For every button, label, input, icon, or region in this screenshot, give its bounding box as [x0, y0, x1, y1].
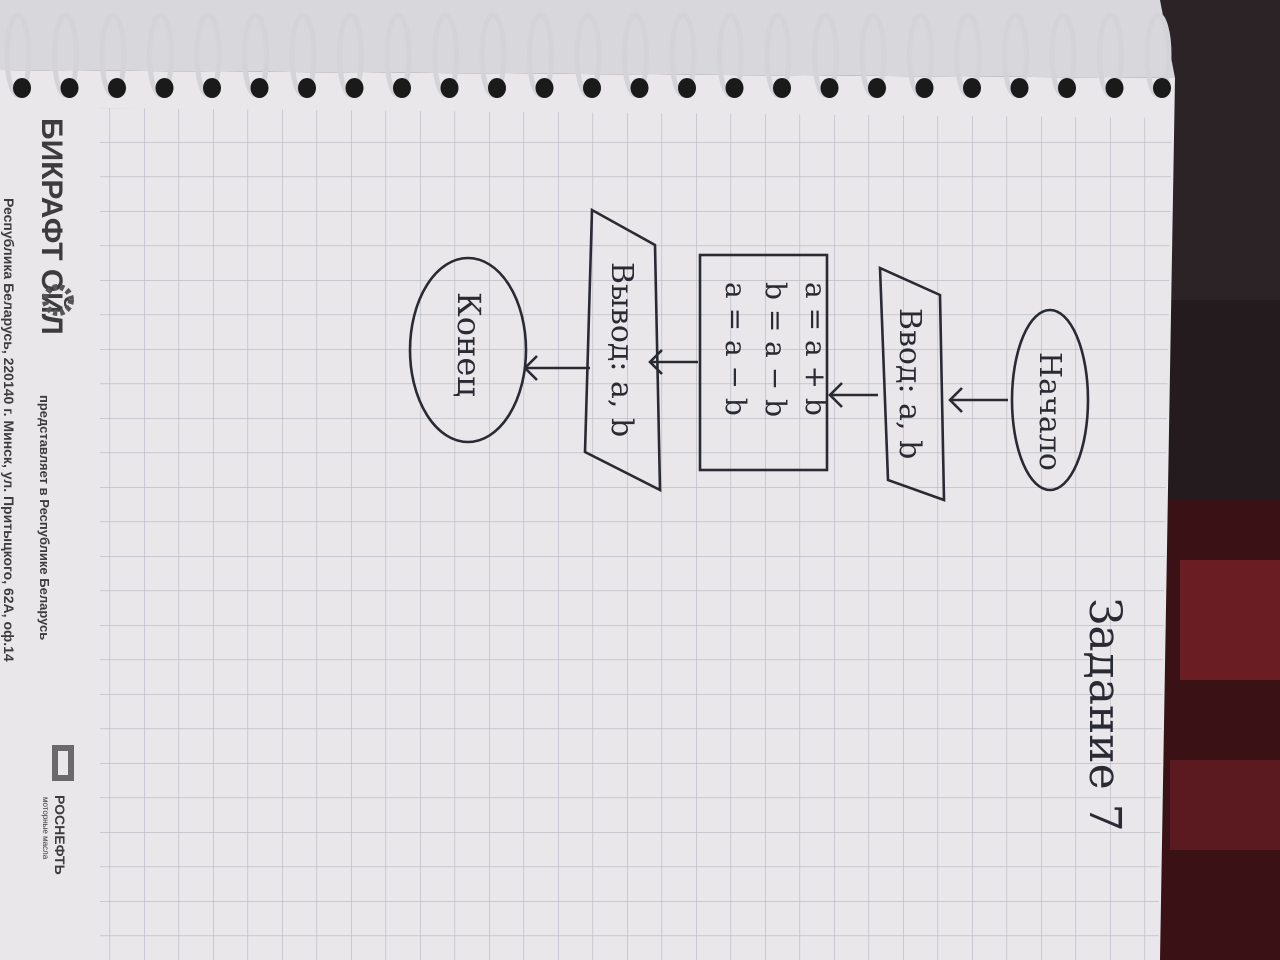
binding-hole	[250, 78, 269, 98]
process-line-3: a = a − b	[719, 282, 752, 416]
end-terminator	[408, 256, 528, 444]
start-label: Начало	[1032, 352, 1067, 471]
binding-hole	[203, 78, 221, 98]
partner-subtitle: моторные масла	[41, 797, 50, 860]
binding-hole	[393, 78, 411, 98]
binding-hole	[630, 78, 649, 98]
binding-hole	[60, 78, 79, 98]
binding-hole	[440, 78, 459, 98]
partner-emblem-icon	[52, 745, 74, 781]
binding-hole	[1010, 78, 1029, 98]
brand-address: Республика Беларусь, 220140 г. Минск, ул…	[1, 198, 17, 662]
binding-hole	[535, 78, 554, 98]
binding-hole	[915, 78, 934, 98]
brand-strip: БИКРАФТ ОЙЛ представляет в Республике Бе…	[1, 118, 74, 875]
binding-hole	[868, 78, 886, 98]
binding-hole	[345, 78, 364, 98]
binding-hole	[108, 78, 126, 98]
grid-area	[100, 108, 1172, 960]
input-parallelogram	[878, 265, 946, 502]
process-line-2: b = a − b	[759, 282, 792, 417]
start-terminator	[1010, 308, 1090, 492]
gear-logo-icon	[42, 284, 74, 316]
binding-hole	[725, 78, 744, 98]
binding-hole	[678, 78, 696, 98]
binding-hole	[488, 78, 506, 98]
task-heading: Задание 7	[1079, 598, 1130, 832]
output-label: Вывод: a, b	[604, 262, 639, 437]
binding-hole	[820, 78, 839, 98]
brand-logo: БИКРАФТ ОЙЛ	[35, 118, 69, 335]
binding-hole	[773, 78, 791, 98]
spiral-binding	[4, 12, 1172, 98]
flowchart	[408, 207, 1090, 502]
binding-hole	[963, 78, 981, 98]
binding-hole	[1153, 78, 1171, 98]
brand-tagline: представляет в Республике Беларусь	[37, 395, 52, 640]
binding-hole	[583, 78, 601, 98]
binding-hole	[155, 78, 174, 98]
end-label: Конец	[450, 292, 488, 397]
binding-hole	[13, 78, 31, 98]
binding-hole	[298, 78, 316, 98]
binding-hole	[1105, 78, 1124, 98]
partner-logo: РОСНЕФТЬ	[52, 795, 68, 875]
process-block	[698, 253, 829, 472]
process-line-1: a = a + b	[799, 282, 832, 416]
output-parallelogram	[583, 207, 662, 493]
input-label: Ввод: a, b	[892, 308, 927, 459]
binding-hole	[1058, 78, 1076, 98]
